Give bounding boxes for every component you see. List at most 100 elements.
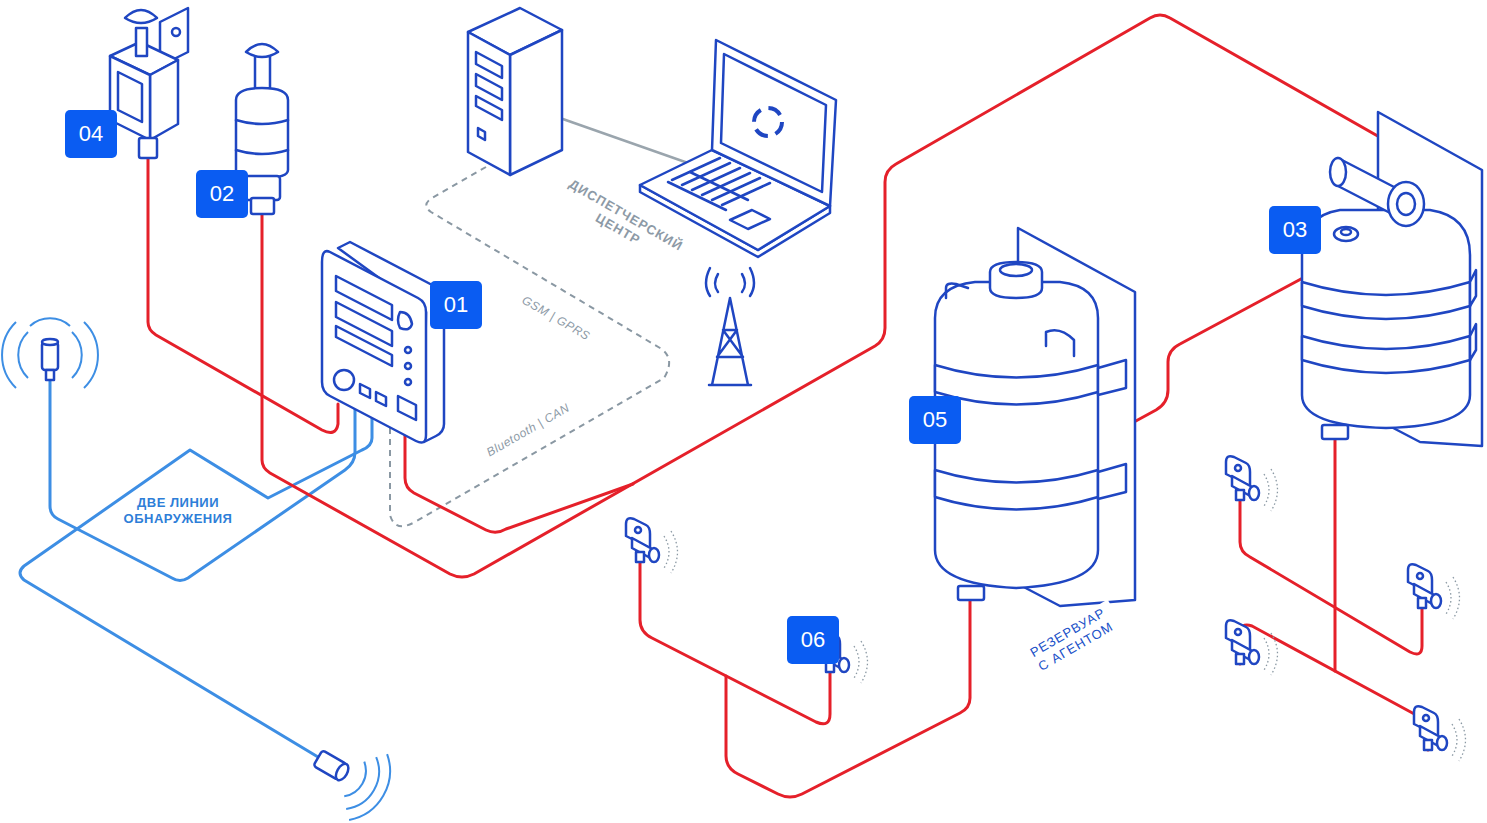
agent-tank xyxy=(1046,330,1074,356)
agent-tank xyxy=(990,262,1042,298)
nozzle xyxy=(1226,620,1278,675)
pressure-actuator xyxy=(236,120,288,124)
control-unit xyxy=(322,251,426,442)
detection-lines xyxy=(20,414,372,757)
agent-tank xyxy=(1302,336,1470,373)
laptop xyxy=(754,108,782,136)
link-label: GSM | GPRS xyxy=(516,290,597,346)
heat-sensor xyxy=(46,370,54,380)
link-label: Bluetooth | CAN xyxy=(480,398,576,463)
heat-sensor xyxy=(42,339,58,345)
nozzle xyxy=(1226,456,1278,511)
control-unit xyxy=(336,326,392,366)
agent-tank xyxy=(1302,210,1470,428)
detection-lines xyxy=(20,380,372,757)
callout-number: 04 xyxy=(65,110,117,158)
actuation-wires xyxy=(405,432,633,532)
control-unit xyxy=(360,384,370,398)
agent-tank xyxy=(935,228,1135,606)
detection-lines xyxy=(50,380,355,581)
control-unit xyxy=(405,363,411,369)
manual-actuator xyxy=(110,8,188,158)
actuation-wires xyxy=(1240,625,1428,750)
actuation-wires xyxy=(148,156,338,432)
control-unit xyxy=(376,392,386,406)
actuation-wires xyxy=(148,15,1454,797)
agent-tank xyxy=(1334,227,1358,241)
laptop xyxy=(730,210,770,229)
agent-tank xyxy=(1397,193,1415,215)
control-unit xyxy=(398,396,416,420)
heat-sensor xyxy=(349,754,402,823)
network-links xyxy=(560,118,688,163)
heat-sensor xyxy=(72,332,82,378)
agent-tank xyxy=(1000,264,1032,276)
heat-sensor xyxy=(2,318,98,388)
pressure-actuator xyxy=(251,198,274,214)
callout-number: 01 xyxy=(430,281,482,329)
agent-tank xyxy=(1388,182,1424,226)
agent-tank xyxy=(1470,270,1476,306)
callout-number: 05 xyxy=(909,396,961,444)
actuation-wires xyxy=(262,15,1454,577)
manual-actuator xyxy=(139,138,157,158)
nozzles xyxy=(626,456,1466,761)
nozzle xyxy=(1414,706,1466,761)
control-unit xyxy=(398,312,412,329)
heat-sensor xyxy=(299,725,402,823)
actuation-wires xyxy=(1240,500,1422,654)
pressure-actuator xyxy=(236,88,288,178)
manual-actuator xyxy=(136,28,147,56)
callout-number: 06 xyxy=(787,616,839,664)
heat-sensor xyxy=(18,332,28,378)
manual-actuator xyxy=(118,72,142,122)
heat-sensor xyxy=(346,757,389,816)
nozzle xyxy=(626,518,678,573)
server-tower xyxy=(468,32,510,175)
tank-label: РЕЗЕРВУАР С АГЕНТОМ xyxy=(1019,600,1125,681)
agent-tank xyxy=(1098,360,1126,395)
control-unit xyxy=(322,242,444,443)
dispatch-label: ДИСПЕТЧЕРСКИЙ ЦЕНТР xyxy=(555,174,689,270)
cell-tower xyxy=(709,298,751,385)
agent-tank xyxy=(1470,324,1476,360)
agent-tank xyxy=(1330,158,1346,186)
heat-sensor xyxy=(2,322,16,388)
pressure-actuator xyxy=(255,56,270,92)
heat-sensor xyxy=(333,762,351,783)
server-tower xyxy=(510,30,562,175)
nozzle xyxy=(1408,564,1460,619)
manual-actuator xyxy=(150,60,178,140)
agent-tank xyxy=(946,284,968,299)
pressure-actuator xyxy=(236,150,288,154)
heat-sensor xyxy=(84,322,98,388)
control-unit xyxy=(336,276,392,320)
network-links xyxy=(390,118,688,526)
actuation-wires xyxy=(726,596,970,797)
laptop xyxy=(668,172,748,210)
agent-tank xyxy=(958,586,984,600)
manual-actuator xyxy=(125,10,157,23)
server-tower xyxy=(476,96,502,120)
pressure-actuator xyxy=(246,44,278,57)
server-tower xyxy=(468,8,562,175)
agent-tank xyxy=(935,470,1098,510)
agent-tank xyxy=(1322,425,1348,439)
agent-tank xyxy=(1302,282,1470,319)
control-unit xyxy=(334,370,354,390)
cell-tower xyxy=(706,268,754,385)
agent-tank xyxy=(1098,464,1126,499)
control-unit xyxy=(405,347,411,353)
server-tower xyxy=(476,52,502,78)
server-tower xyxy=(478,128,485,140)
laptop xyxy=(640,40,836,257)
control-unit xyxy=(405,379,411,385)
callout-number: 03 xyxy=(1269,206,1321,254)
agent-tank xyxy=(1341,229,1351,235)
agent-tank xyxy=(1302,112,1482,446)
server-tower xyxy=(476,74,502,100)
heat-sensor xyxy=(30,318,70,326)
detection-label: ДВЕ ЛИНИИ ОБНАРУЖЕНИЯ xyxy=(111,495,246,528)
